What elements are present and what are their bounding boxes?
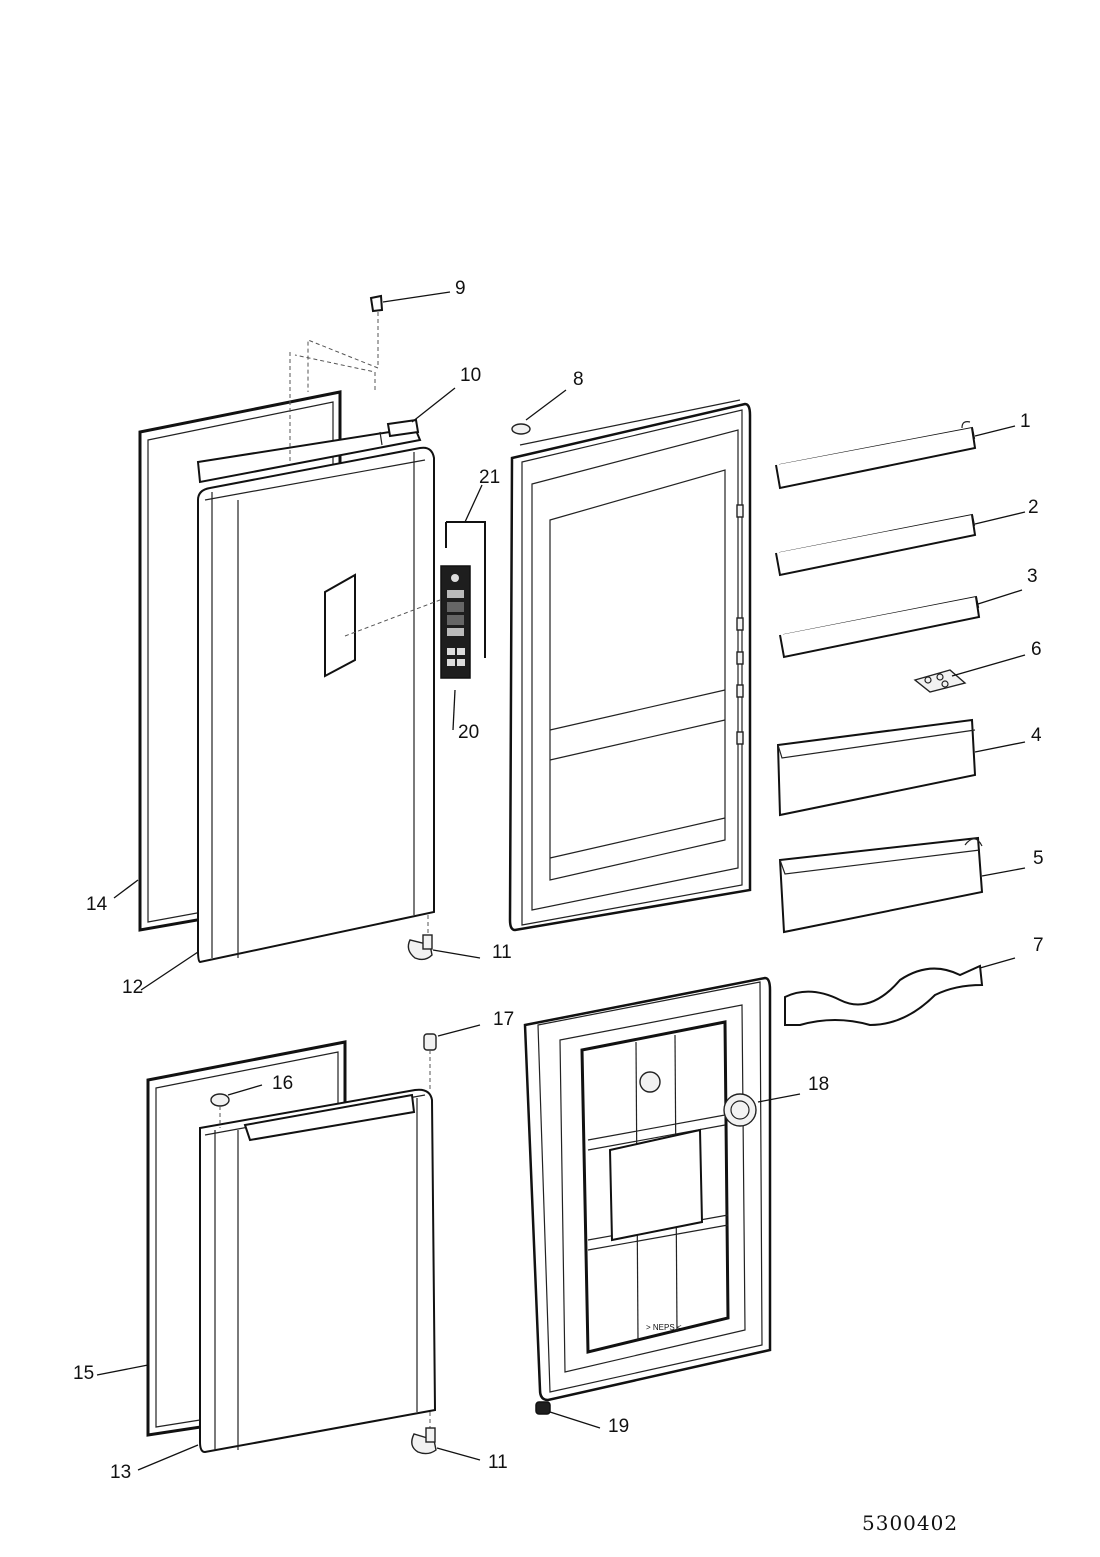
callout-3: 3 <box>1027 566 1038 587</box>
callout-4: 4 <box>1031 725 1042 746</box>
callout-1: 1 <box>1020 411 1031 432</box>
upper-inner-door-liner <box>508 399 752 932</box>
callout-2: 2 <box>1028 497 1039 518</box>
callout-16: 16 <box>272 1073 293 1094</box>
callout-21: 21 <box>479 467 500 488</box>
callout-10: 10 <box>460 365 481 386</box>
callout-18: 18 <box>808 1074 829 1095</box>
leader-lines <box>96 291 1026 1471</box>
lower-door-hinge <box>411 1412 437 1455</box>
callout-20: 20 <box>458 722 479 743</box>
control-panel <box>440 521 486 731</box>
egg-tray <box>913 669 967 693</box>
guide-line-9 <box>289 312 379 462</box>
svg-text:> NEPS <: > NEPS < <box>646 1323 682 1332</box>
door-bin-5 <box>778 836 984 934</box>
upper-door-top-trim <box>196 418 422 484</box>
door-shelf-3 <box>779 595 981 659</box>
callout-13: 13 <box>110 1462 131 1483</box>
top-clip <box>369 294 384 313</box>
callout-14: 14 <box>86 894 108 915</box>
callout-17: 17 <box>493 1009 514 1030</box>
door-bin-4 <box>776 718 977 817</box>
callout-5: 5 <box>1033 848 1044 869</box>
callout-9: 9 <box>455 278 466 299</box>
callout-12: 12 <box>122 977 143 998</box>
callout-11-upper: 11 <box>492 942 512 963</box>
door-shelf-1 <box>775 421 977 490</box>
bottle-retainer <box>784 964 984 1027</box>
door-shelf-2 <box>775 513 977 577</box>
callout-11-lower: 11 <box>488 1452 508 1473</box>
callout-7: 7 <box>1033 935 1044 956</box>
callout-labels: 9 10 8 1 21 2 3 6 20 4 5 14 7 11 12 17 1… <box>73 278 1044 1483</box>
top-cap <box>511 423 531 435</box>
upper-door-panel <box>197 446 441 964</box>
upper-door-hinge <box>407 915 433 961</box>
callout-6: 6 <box>1031 639 1042 660</box>
callout-15: 15 <box>73 1363 94 1384</box>
lower-door-panel <box>199 1088 437 1454</box>
hinge-pin <box>423 1033 437 1090</box>
drawing-code: 5300402 <box>862 1511 958 1535</box>
freezer-knob <box>723 1093 757 1127</box>
lower-bracket <box>535 1401 551 1415</box>
callout-8: 8 <box>573 369 584 390</box>
lower-inner-door-liner: > NEPS < <box>523 976 772 1402</box>
callout-19: 19 <box>608 1416 629 1437</box>
lower-door-cap <box>210 1093 230 1128</box>
